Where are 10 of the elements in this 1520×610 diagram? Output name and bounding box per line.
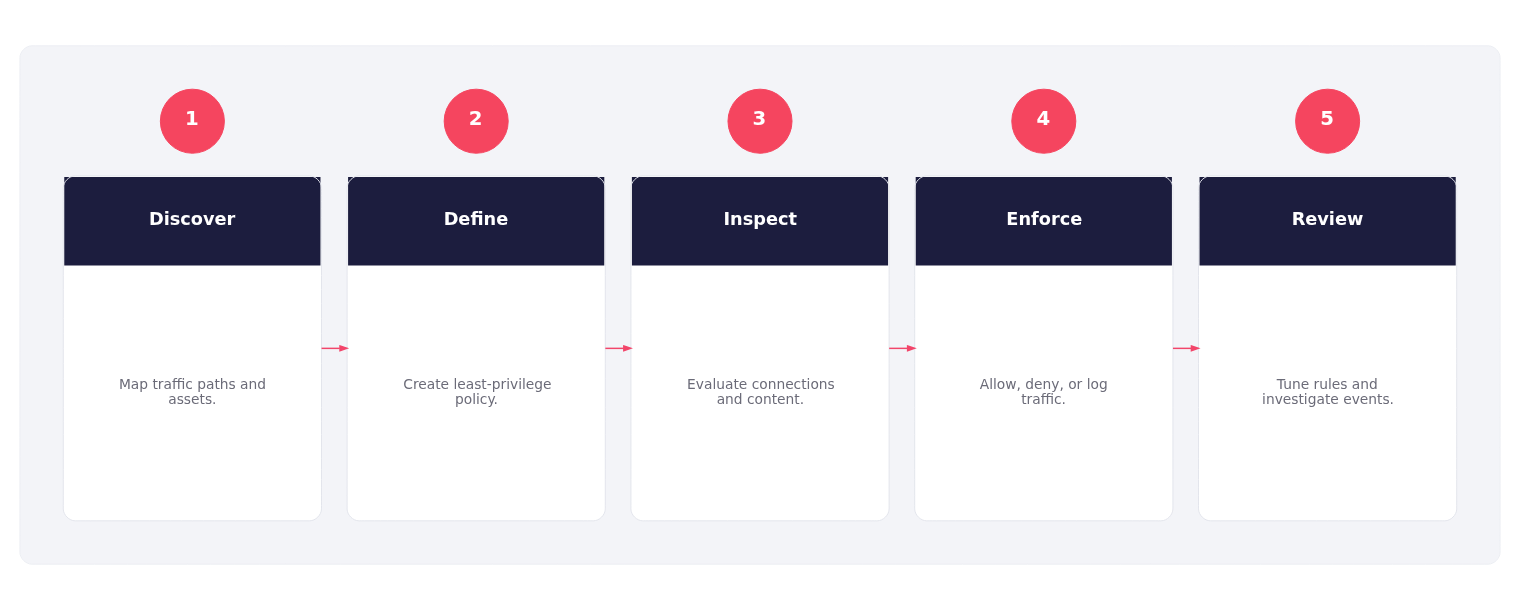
node-circle: 4 (1011, 88, 1077, 154)
arrow (888, 344, 917, 352)
node-circle: 1 (159, 88, 225, 154)
node-circle: 5 (1295, 88, 1361, 154)
node-circle: 2 (443, 88, 509, 154)
cluster (19, 45, 1501, 565)
arrow (604, 344, 633, 352)
arrow (320, 344, 350, 352)
arrow (1172, 344, 1201, 352)
node-circle: 3 (727, 88, 793, 154)
